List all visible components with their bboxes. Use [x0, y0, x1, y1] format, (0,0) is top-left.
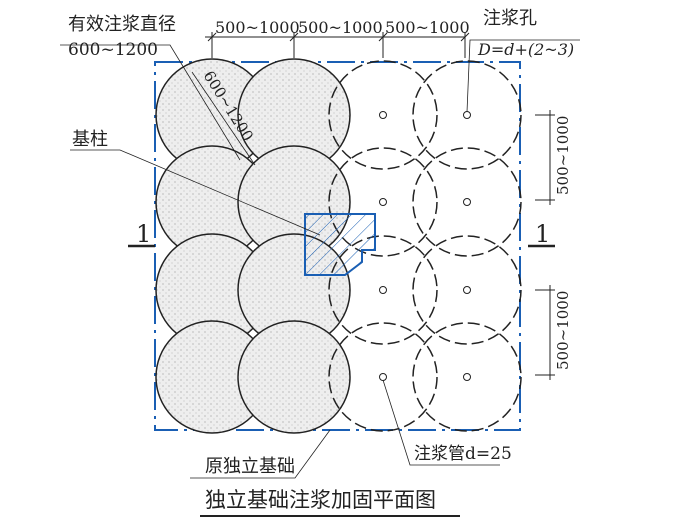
- right-dimension-lines: [535, 110, 555, 380]
- grouted-circles: [155, 58, 351, 434]
- right-dim-1: 500~1000: [554, 116, 572, 195]
- grout-hole-title: 注浆孔: [483, 8, 537, 29]
- column: [304, 213, 376, 276]
- top-dim-2: 500~1000: [298, 18, 383, 37]
- right-dim-2: 500~1000: [554, 291, 572, 370]
- leader-lines: [60, 39, 580, 479]
- top-dimension-line: [205, 32, 470, 58]
- grout-pipe-label: 注浆管d=25: [414, 444, 512, 464]
- top-dim-1: 500~1000: [215, 18, 300, 37]
- top-dim-3: 500~1000: [385, 18, 470, 37]
- original-foundation-label: 原独立基础: [205, 456, 295, 477]
- effective-diameter-value: 600~1200: [68, 40, 158, 60]
- grout-hole-markers: [379, 111, 471, 381]
- column-label: 基柱: [72, 129, 108, 150]
- section-mark-left: 1: [136, 220, 151, 248]
- drawing-title: 独立基础注浆加固平面图: [205, 488, 436, 512]
- effective-diameter-title: 有效注浆直径: [68, 14, 176, 35]
- section-mark-right: 1: [535, 220, 550, 248]
- planned-grout-circles: [328, 60, 522, 432]
- grout-hole-formula: D=d+(2~3): [477, 40, 574, 59]
